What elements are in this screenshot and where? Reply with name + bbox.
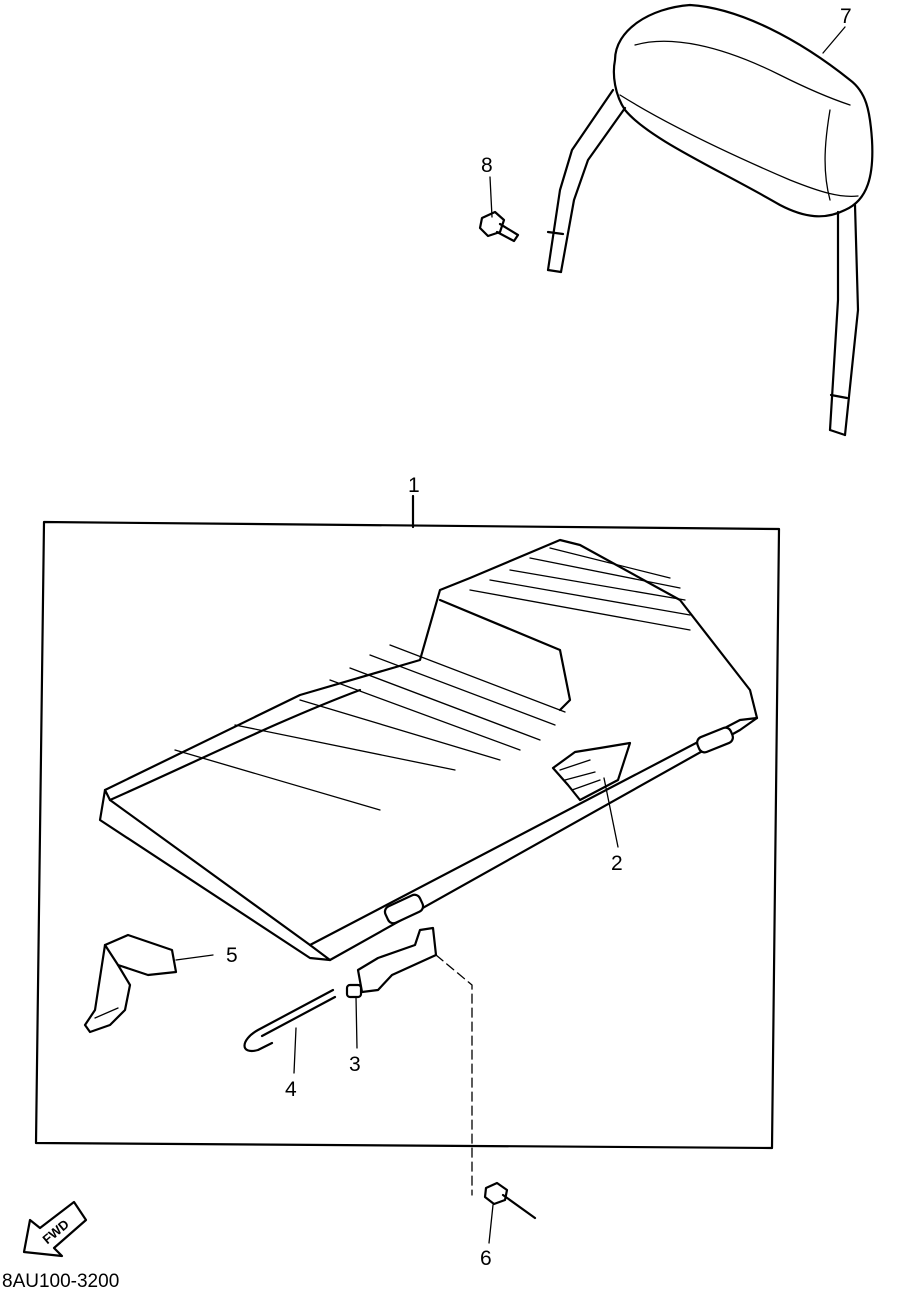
fwd-arrow-icon: FWD <box>22 1200 88 1258</box>
callout-2: 2 <box>611 852 623 875</box>
callout-5: 5 <box>226 944 238 967</box>
callout-4: 4 <box>285 1078 297 1101</box>
callout-labels: 7 8 1 2 5 3 4 6 <box>226 5 852 1270</box>
seat <box>98 538 759 962</box>
backrest-assembly <box>546 3 874 437</box>
seat-assembly-box <box>34 494 781 1150</box>
diagram-code: 8AU100-3200 <box>2 1271 120 1292</box>
leader-lines <box>175 26 846 1244</box>
callout-7: 7 <box>840 5 852 28</box>
callout-6: 6 <box>480 1247 492 1270</box>
seat-bracket <box>83 933 178 1034</box>
rod <box>243 988 337 1053</box>
callout-8: 8 <box>481 154 493 177</box>
screw <box>435 954 537 1220</box>
callout-3: 3 <box>349 1053 361 1076</box>
callout-1: 1 <box>408 474 420 497</box>
seat-lock <box>345 926 438 999</box>
emblem <box>551 741 632 802</box>
bolt <box>478 210 520 243</box>
